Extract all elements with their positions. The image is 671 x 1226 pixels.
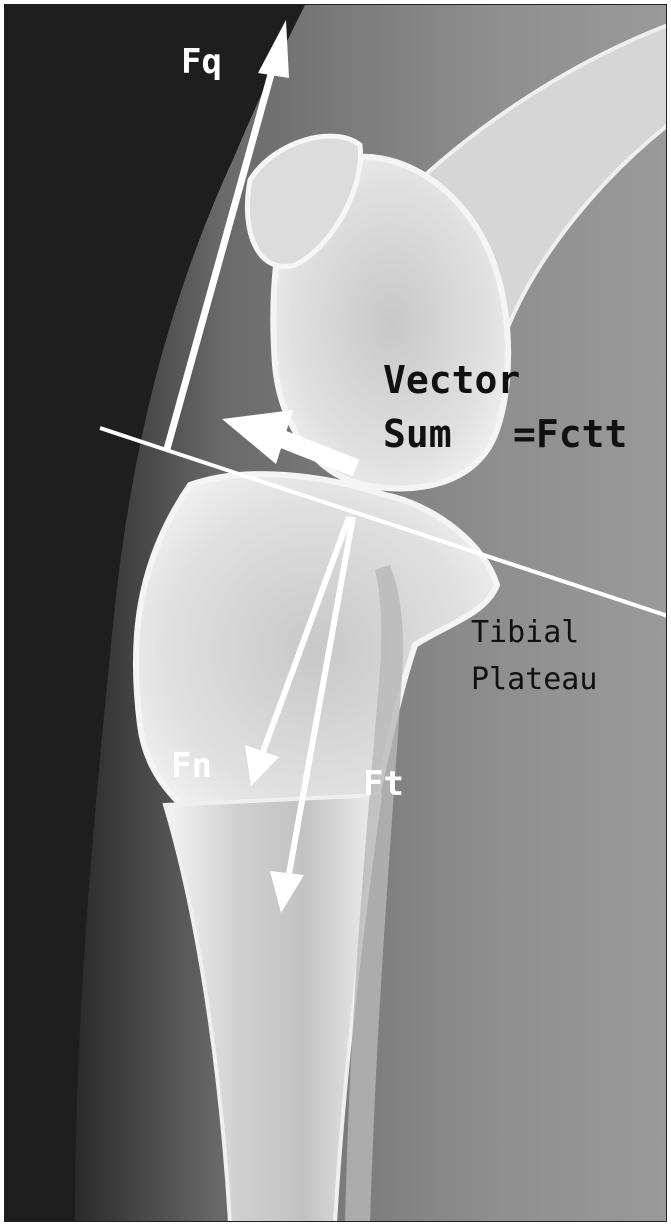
tibial-plateau-label-line2: Plateau bbox=[471, 665, 597, 695]
fn-label: Fn bbox=[171, 749, 212, 783]
vector-sum-label-line2: Sum bbox=[383, 415, 452, 453]
ft-label: Ft bbox=[363, 767, 404, 801]
radiograph-image: Fq Vector Sum =Fctt Tibial Plateau Fn Ft bbox=[4, 4, 667, 1222]
fq-label: Fq bbox=[181, 45, 222, 79]
fctt-label: =Fctt bbox=[513, 415, 627, 453]
vector-sum-label-line1: Vector bbox=[383, 361, 520, 399]
radiograph-drawing bbox=[5, 5, 667, 1222]
tibial-plateau-label-line1: Tibial bbox=[471, 618, 579, 648]
